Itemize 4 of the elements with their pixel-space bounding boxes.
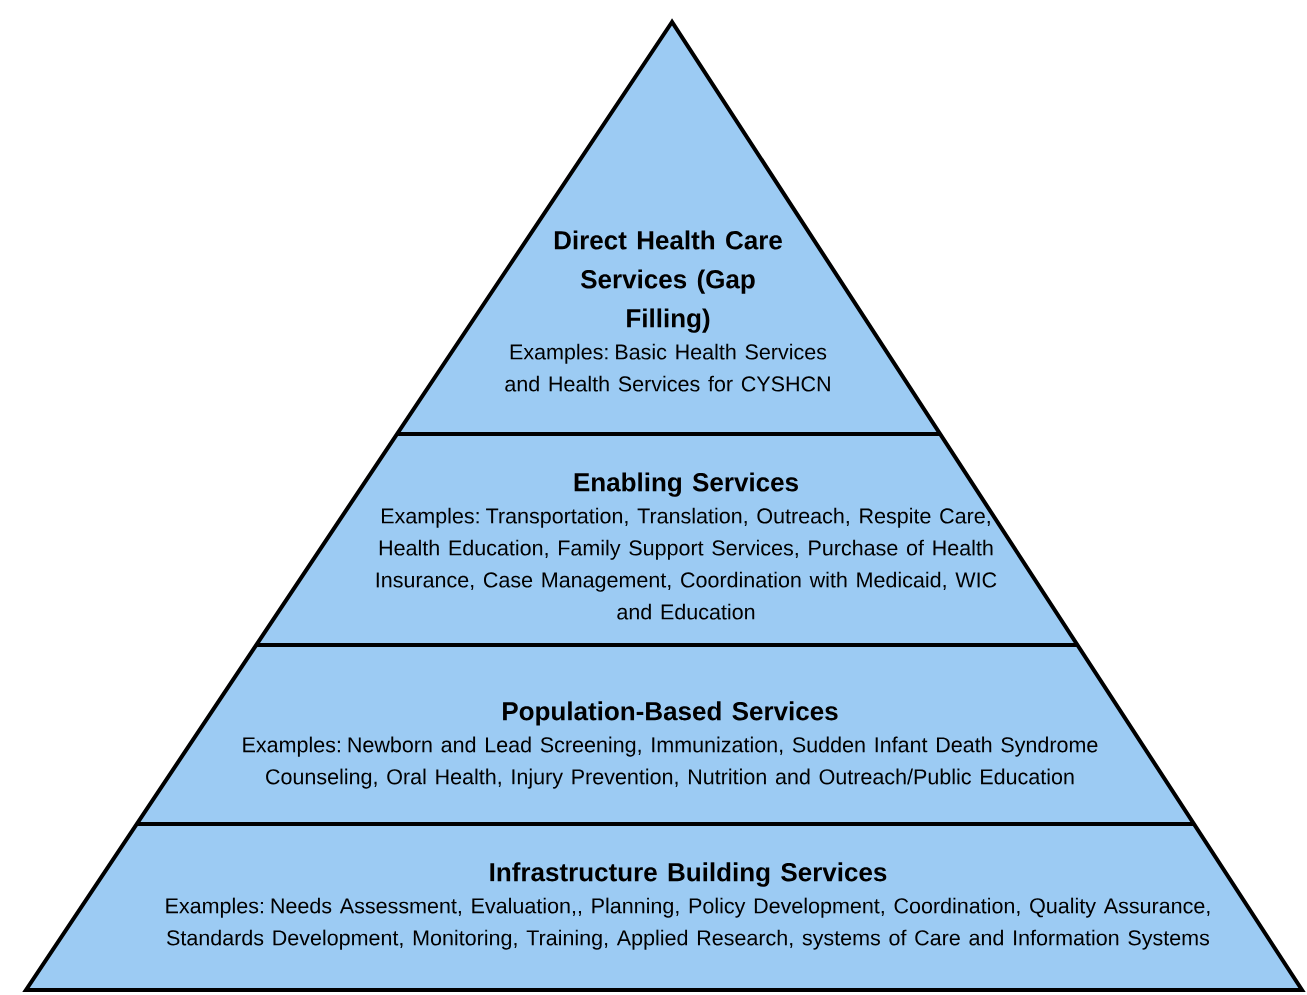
pyramid-band: Population-Based Services Examples: Newborn and Lead Screening, Immunization, Sudden Infant Death Syndrome Counseling, Oral Health, Injury Prevention, Nutrition and Outreach/Public Education: [136, 645, 1194, 824]
pyramid-band: Direct Health Care Services (Gap Filling) Examples: Basic Health Services and Health Services for CYSHCN: [397, 22, 941, 434]
pyramid-band: Infrastructure Building Services Examples: Needs Assessment, Evaluation,, Planning, Policy Development, Coordination, Quality Assurance, Standards Development, Monitoring, Training, Applied Research, systems of Care and Information Systems: [26, 824, 1302, 990]
pyramid-band: Enabling Services Examples: Transportation, Translation, Outreach, Respite Care, Health Education, Family Support Services, Purchase of Health Insurance, Case Management, Coordination with Medicaid, WIC and Education: [256, 434, 1078, 645]
